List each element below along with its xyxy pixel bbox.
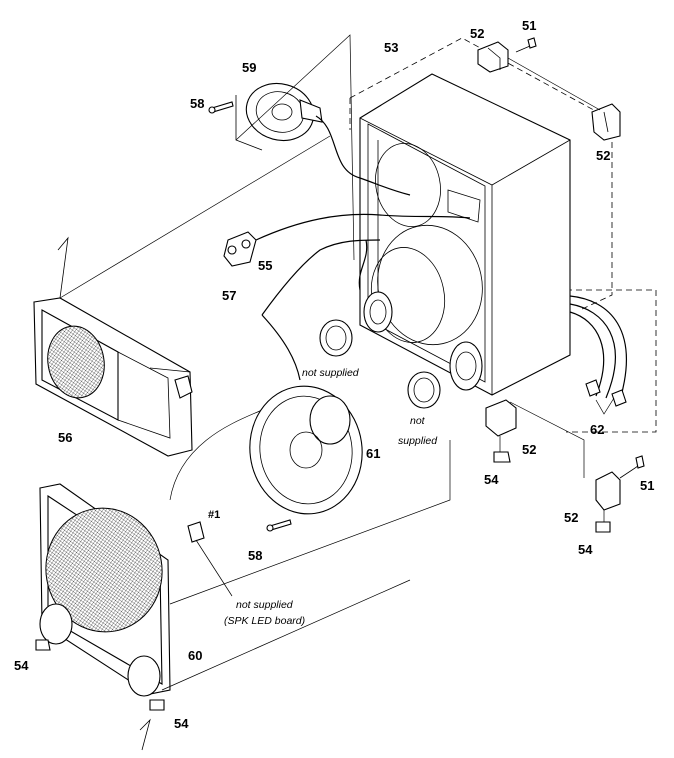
foot-top-right-label: 52: [596, 148, 610, 163]
grille-top-label: 56: [58, 430, 72, 445]
port-left: [363, 291, 393, 333]
foot-mid-label: 52: [522, 442, 536, 457]
foot-top-label: 52: [470, 26, 484, 41]
terminal-label: 55: [258, 258, 272, 273]
note-not-supplied-led-a: not supplied: [236, 599, 294, 611]
cords-dashed-box: [566, 289, 657, 433]
top-right-clip: [591, 103, 621, 141]
cord-label: 57: [222, 288, 236, 303]
screw-right-label: 51: [640, 478, 654, 493]
led-board: [187, 521, 233, 597]
screw-bottom: [266, 519, 292, 532]
cords-label: 62: [590, 422, 604, 437]
woofer: [249, 385, 363, 515]
top-clip: [477, 41, 509, 73]
note-not-supplied-ring: not supplied: [302, 367, 360, 379]
cords: [569, 295, 627, 415]
box-dashed-outline: [349, 37, 613, 311]
right-clip: [595, 471, 621, 533]
screw-top-left: [208, 101, 234, 114]
pad-mid-label: 54: [484, 472, 499, 487]
pad-bottom-right-label: 54: [578, 542, 593, 557]
ring-left: [319, 319, 353, 357]
note-not-supplied-led-b: (SPK LED board): [224, 615, 305, 627]
tweeter-label: 59: [242, 60, 256, 75]
pad-left-label: 54: [14, 658, 29, 673]
front-grille-panel: [35, 483, 171, 751]
ref-label: #1: [208, 509, 220, 521]
screw-top-right-label: 51: [522, 18, 536, 33]
port-right: [449, 341, 483, 391]
pad-bottom-label: 54: [174, 716, 189, 731]
top-grille-panel: [33, 236, 193, 457]
speaker-cabinet: [359, 73, 571, 396]
ring-right: [407, 371, 441, 409]
screw-top-left-label: 58: [190, 96, 204, 111]
terminal-block: [223, 213, 471, 267]
mid-clip: [485, 399, 517, 463]
screw-bottom-label: 58: [248, 548, 262, 563]
front-grille-label: 60: [188, 648, 202, 663]
note-not-supplied-port-a: not: [410, 415, 426, 427]
screw-right: [619, 455, 645, 479]
foot-bottom-label: 52: [564, 510, 578, 525]
screw-top-right: [515, 37, 537, 53]
woofer-label: 61: [366, 446, 380, 461]
note-not-supplied-port-b: supplied: [398, 435, 438, 447]
box-label: 53: [384, 40, 398, 55]
